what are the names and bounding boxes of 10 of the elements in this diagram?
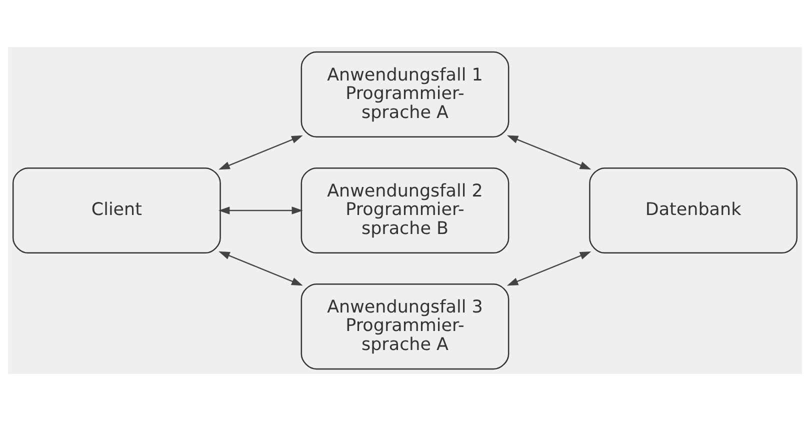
node-box: Anwendungsfall 2 Programmier- sprache B xyxy=(300,167,510,254)
node-box: Client xyxy=(12,167,221,254)
node-box: Anwendungsfall 3 Programmier- sprache A xyxy=(300,284,510,370)
arrow xyxy=(218,206,304,214)
arrow xyxy=(506,251,592,286)
arrow xyxy=(218,135,303,170)
node-box: Datenbank xyxy=(589,167,798,254)
node-box: Anwendungsfall 1 Programmier- sprache A xyxy=(300,51,510,138)
arrow xyxy=(506,135,592,170)
arrow xyxy=(218,251,303,286)
